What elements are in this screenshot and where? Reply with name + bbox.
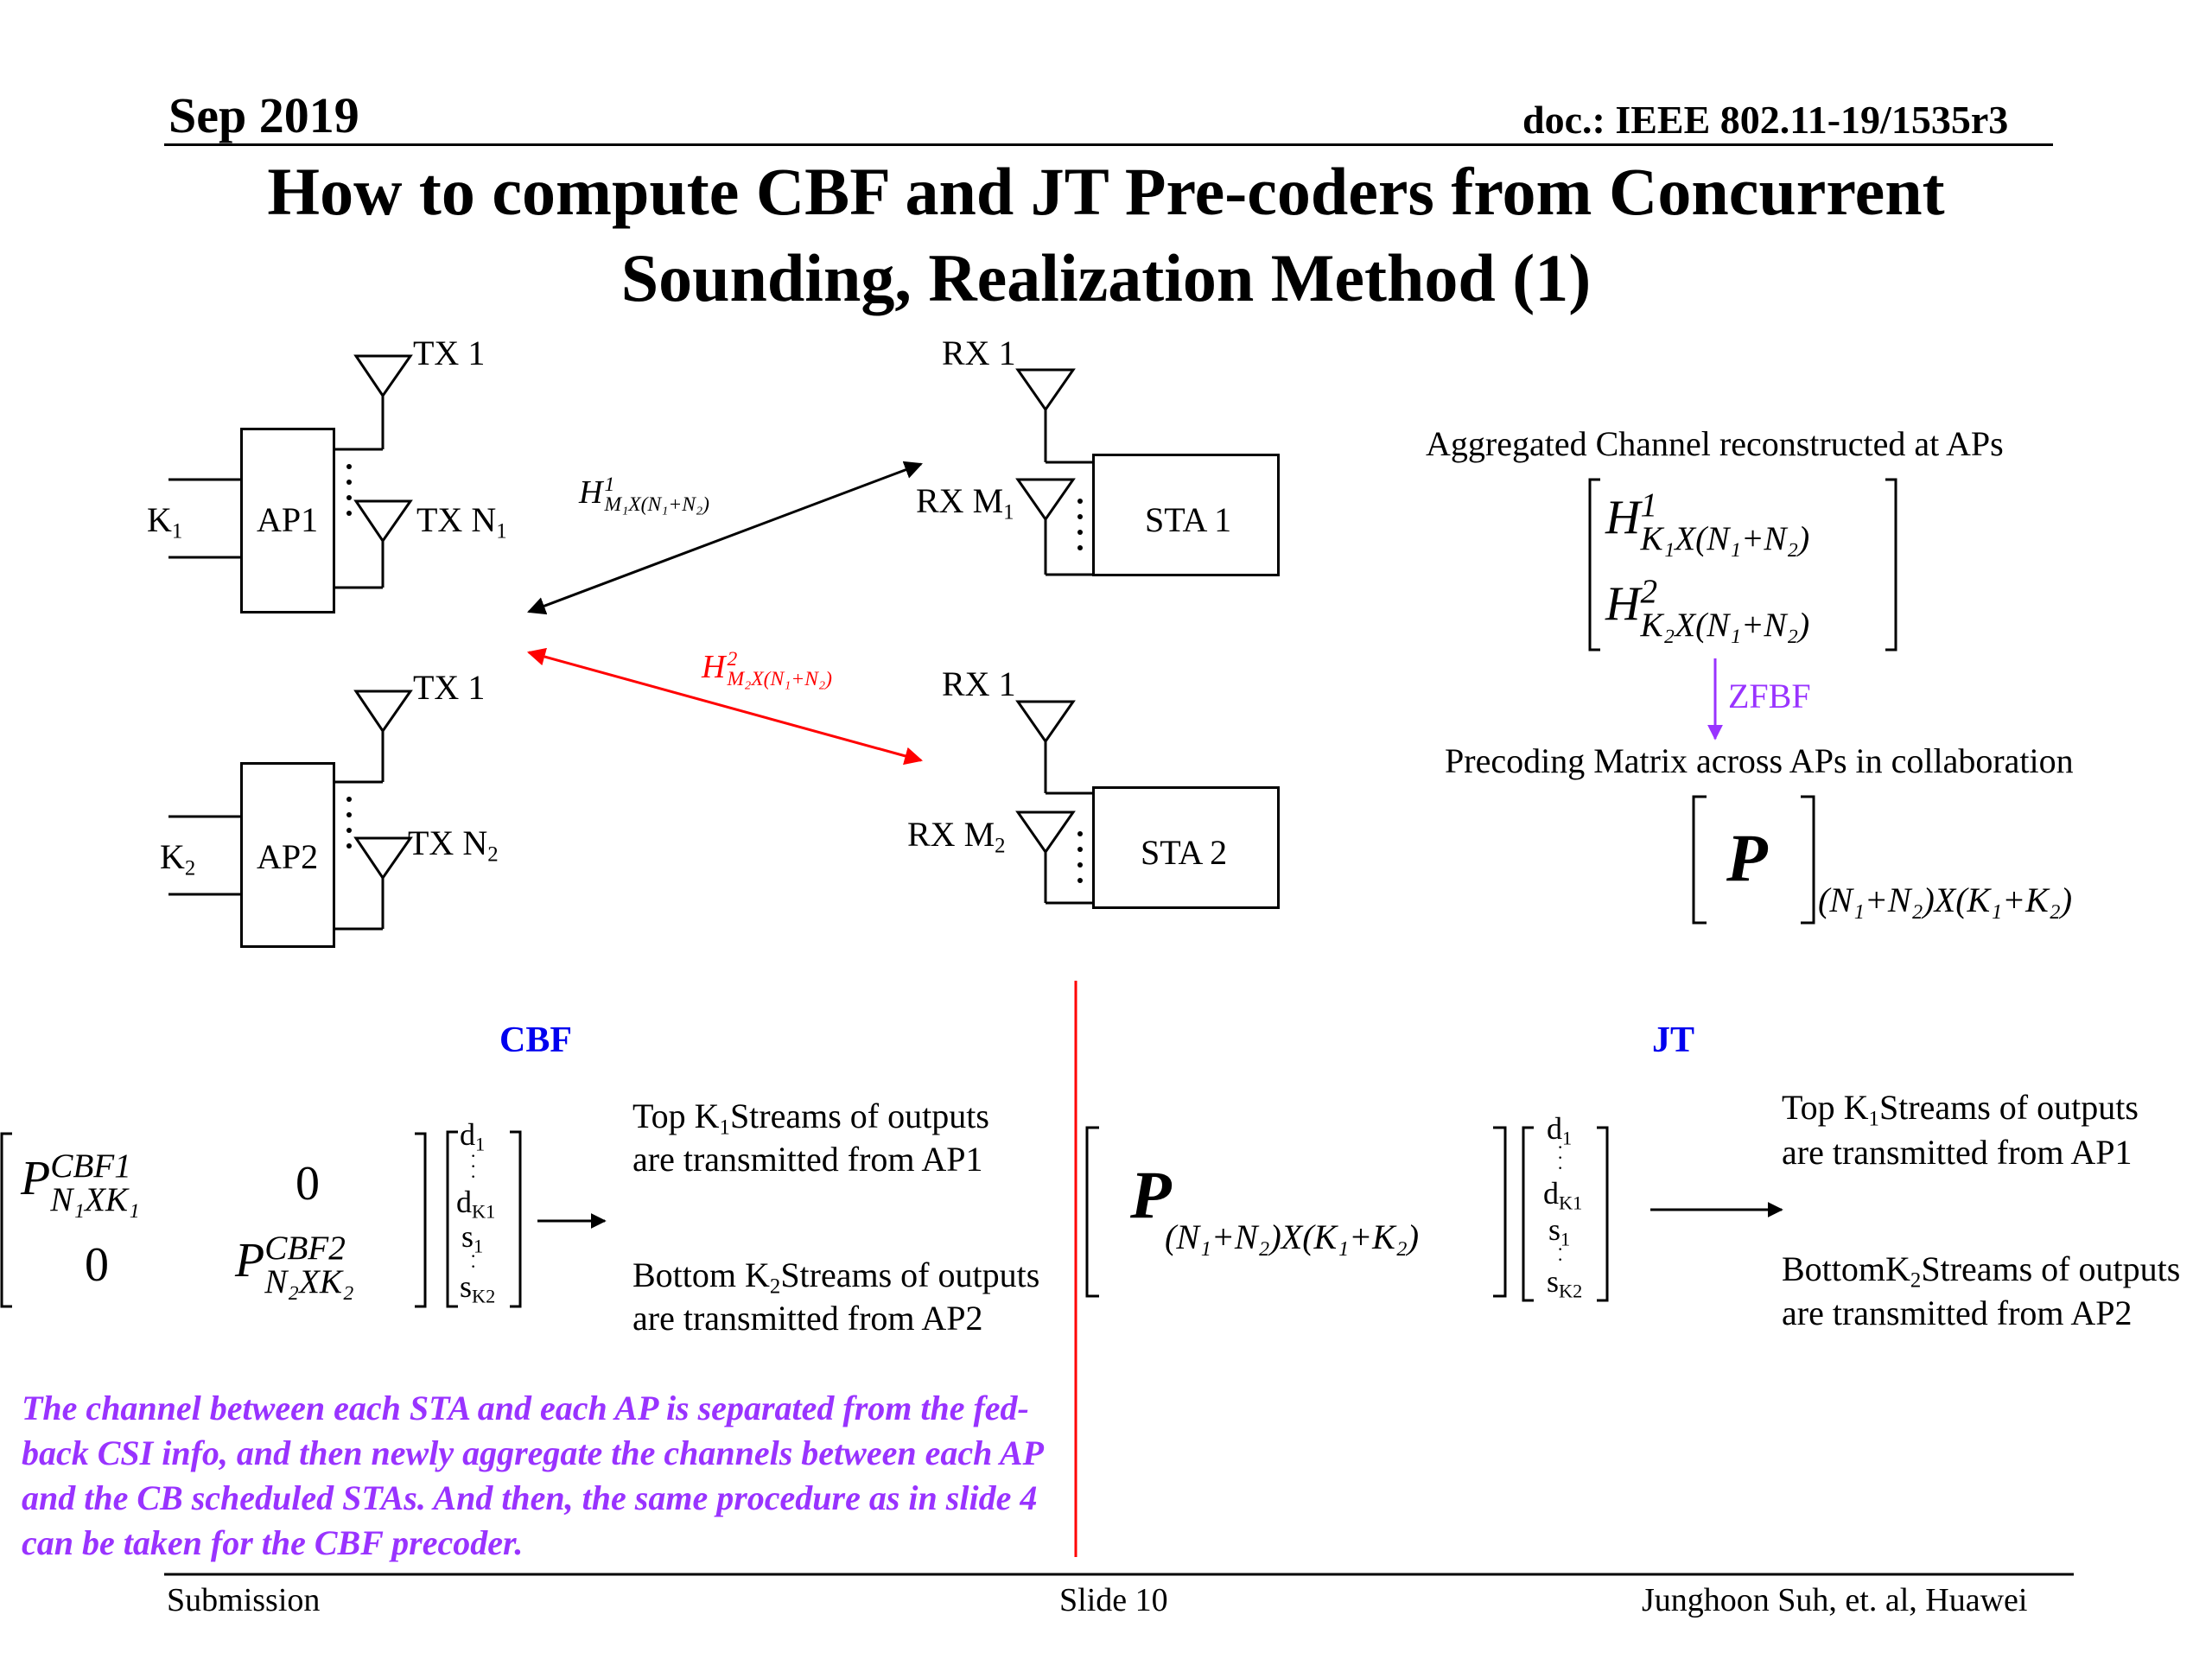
- slide-title-line1: How to compute CBF and JT Pre-coders fro…: [267, 154, 1945, 229]
- jt-output-bottom-line2: are transmitted from AP2: [1782, 1294, 2133, 1332]
- zfbf-label: ZFBF: [1728, 677, 1811, 715]
- ap1-k-label: K1: [147, 500, 183, 543]
- jt-vector-brackets: [1522, 1126, 1609, 1302]
- channel1-arrow: [527, 461, 923, 615]
- footer-slide-number: Slide 10: [1059, 1582, 1168, 1618]
- jt-matrix-brackets: [1085, 1126, 1507, 1298]
- sta1-antennas: [1015, 368, 1093, 576]
- jt-vector-dk1: dK1: [1543, 1176, 1583, 1214]
- header-rule: [164, 143, 2053, 146]
- jt-vector-dots-2: ··: [1557, 1238, 1564, 1270]
- jt-matrix-symbol: P: [1130, 1157, 1172, 1232]
- jt-vector-sk2: sK2: [1547, 1264, 1583, 1302]
- cbf-vector-s1: s1: [461, 1219, 484, 1257]
- aggregate-caption: Aggregated Channel reconstructed at APs: [1426, 424, 2004, 463]
- ap1-tx-bottom-label: TX N1: [416, 500, 507, 543]
- precoding-matrix-dims: (N₁+N₂)X(K₁+K₂): [1818, 880, 2073, 919]
- ap2-box: [240, 762, 335, 948]
- ap1-antennas: [334, 354, 413, 589]
- cbf-heading: CBF: [499, 1020, 572, 1060]
- cbf-vector-sk2: sK2: [460, 1269, 496, 1307]
- cbf-output-bottom-line2: are transmitted from AP2: [632, 1299, 983, 1338]
- ap2-label: AP2: [257, 837, 319, 876]
- ap1-dots: [346, 464, 352, 516]
- slide-title-line2: Sounding, Realization Method (1): [620, 240, 1592, 315]
- aggregate-matrix-brackets: [1588, 478, 1897, 652]
- cbf-vector-dk1: dK1: [456, 1185, 496, 1223]
- cbf-zero-top: 0: [296, 1157, 320, 1211]
- sta1-label: STA 1: [1145, 500, 1232, 539]
- cbf-vector-brackets: [446, 1130, 522, 1308]
- cbf-note: The channel between each STA and each AP…: [22, 1389, 1043, 1562]
- cbf-output-bottom-line1: Bottom K2Streams of outputs: [632, 1255, 1040, 1299]
- cbf-matrix-brackets: [0, 1132, 427, 1308]
- footer-submission: Submission: [167, 1582, 321, 1618]
- cbf-output-top-line1: Top K1Streams of outputs: [632, 1096, 989, 1140]
- channel2-arrow: [526, 647, 924, 766]
- sta2-box: [1092, 786, 1280, 909]
- jt-vector-d1: d1: [1547, 1111, 1573, 1149]
- jt-heading: JT: [1652, 1020, 1695, 1060]
- header-doc-id: doc.: IEEE 802.11-19/1535r3: [1522, 98, 2009, 142]
- precoding-matrix-brackets: [1692, 795, 1815, 925]
- precoding-matrix-symbol: P: [1726, 820, 1768, 895]
- precoding-caption: Precoding Matrix across APs in collabora…: [1445, 741, 2074, 780]
- jt-vector-dots-1: ···: [1557, 1136, 1564, 1179]
- cbf-zero-bottom: 0: [85, 1238, 109, 1292]
- ap2-tx-bottom-label: TX N2: [408, 823, 499, 867]
- ap1-label: AP1: [257, 500, 319, 539]
- sta1-dots: [1077, 499, 1083, 550]
- ap2-k-label: K2: [160, 837, 196, 880]
- sta1-rx-top-label: RX 1: [942, 334, 1016, 372]
- cbf-vector-d1: d1: [460, 1117, 486, 1155]
- sta1-rx-bottom-label: RX M1: [916, 481, 1014, 524]
- cbf-vector-dots-2: ··: [470, 1245, 477, 1277]
- header-date: Sep 2019: [168, 87, 359, 143]
- jt-output-top-line2: are transmitted from AP1: [1782, 1133, 2133, 1172]
- ap2-tx-top-label: TX 1: [413, 668, 486, 707]
- cbf-vector-dots-1: ···: [470, 1145, 477, 1187]
- ap2-input-lines: [168, 815, 242, 896]
- sta1-box: [1092, 454, 1280, 576]
- ap1-input-lines: [168, 478, 242, 559]
- sta2-rx-bottom-label: RX M2: [907, 815, 1006, 858]
- sta2-dots: [1077, 831, 1083, 883]
- jt-vector-s1: s1: [1548, 1212, 1571, 1250]
- footer-author: Junghoon Suh, et. al, Huawei: [1642, 1582, 2028, 1618]
- jt-matrix-dims: (N₁+N₂)X(K₁+K₂): [1165, 1217, 1420, 1256]
- sta2-antennas: [1015, 700, 1093, 905]
- ap1-tx-top-label: TX 1: [413, 334, 486, 372]
- cbf-output-top-line2: are transmitted from AP1: [632, 1140, 983, 1179]
- ap2-antennas: [334, 690, 413, 931]
- ap2-dots: [346, 797, 352, 849]
- jt-output-top-line1: Top K1Streams of outputs: [1782, 1088, 2139, 1131]
- sta2-label: STA 2: [1141, 833, 1228, 872]
- jt-output-bottom-line1: BottomK2Streams of outputs: [1782, 1249, 2181, 1293]
- sta2-rx-top-label: RX 1: [942, 664, 1016, 703]
- ap1-box: [240, 428, 335, 613]
